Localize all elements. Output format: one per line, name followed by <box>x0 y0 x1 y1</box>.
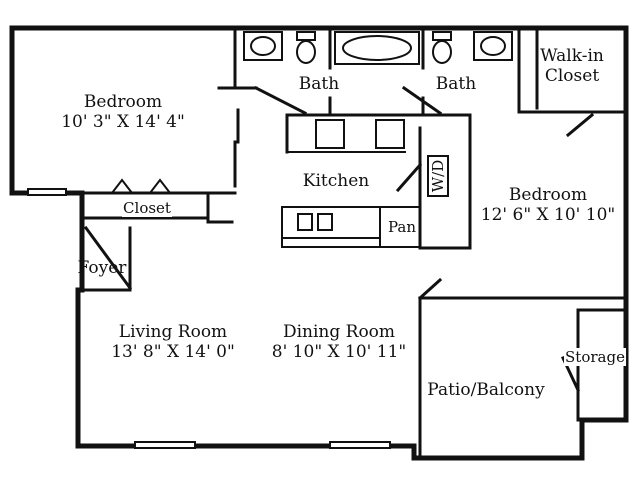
kitchen-fixtures <box>281 119 449 248</box>
patio-balcony-label: Patio/Balcony <box>427 380 545 400</box>
pantry-label: Pan <box>387 218 417 236</box>
walk-in-closet-line1: Walk-in <box>540 46 604 66</box>
walk-in-closet-label: Walk-in Closet <box>540 46 604 86</box>
closet-label: Closet <box>122 199 172 217</box>
interior-walls <box>80 26 628 457</box>
washer-dryer-label: W/D <box>429 159 447 193</box>
closet-doors <box>110 178 172 195</box>
living-room-size: 13' 8" X 14' 0" <box>111 342 235 362</box>
kitchen-label: Kitchen <box>302 171 370 191</box>
living-room-label: Living Room 13' 8" X 14' 0" <box>111 322 235 362</box>
foyer-label: Foyer <box>77 258 127 278</box>
bedroom-2-size: 12' 6" X 10' 10" <box>480 205 616 225</box>
dining-room-size: 8' 10" X 10' 11" <box>271 342 407 362</box>
bath-fixtures <box>243 31 513 65</box>
dining-room-label: Dining Room 8' 10" X 10' 11" <box>272 322 406 362</box>
walk-in-closet-line2: Closet <box>544 66 600 86</box>
bedroom-2-label: Bedroom 12' 6" X 10' 10" <box>481 185 615 225</box>
storage-label: Storage <box>564 348 626 366</box>
bedroom-1-size: 10' 3" X 14' 4" <box>61 112 185 132</box>
dining-room-name: Dining Room <box>282 322 396 342</box>
bath-1-label: Bath <box>298 74 340 94</box>
windows <box>27 188 391 449</box>
bath-2-label: Bath <box>435 74 477 94</box>
bedroom-2-name: Bedroom <box>508 185 588 205</box>
bedroom-1-name: Bedroom <box>83 92 163 112</box>
bedroom-1-label: Bedroom 10' 3" X 14' 4" <box>61 92 185 132</box>
living-room-name: Living Room <box>118 322 228 342</box>
